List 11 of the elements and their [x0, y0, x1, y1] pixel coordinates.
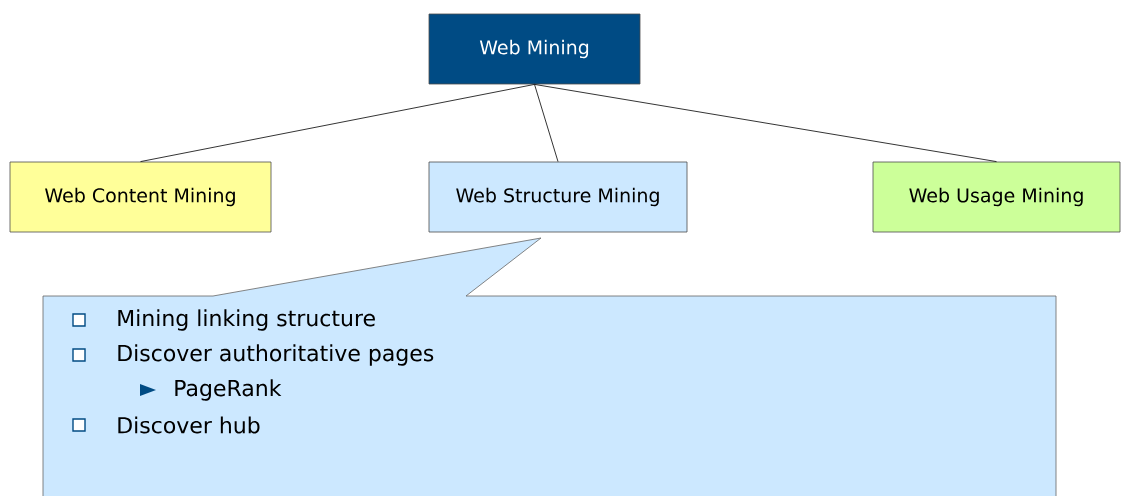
list-item: Mining linking structure — [118, 309, 375, 331]
connector-line — [140, 84, 535, 162]
list-item: Discover hub — [118, 416, 260, 434]
category-box: Web Structure Mining — [428, 161, 688, 233]
connector-line — [534, 84, 559, 162]
list-item: PageRank — [175, 379, 282, 401]
list-item: Discover authoritative pages — [118, 344, 434, 366]
category-box: Web Mining — [428, 13, 641, 85]
category-box: Web Content Mining — [9, 161, 272, 233]
connector-line — [534, 84, 997, 162]
category-box: Web Usage Mining — [872, 161, 1121, 233]
